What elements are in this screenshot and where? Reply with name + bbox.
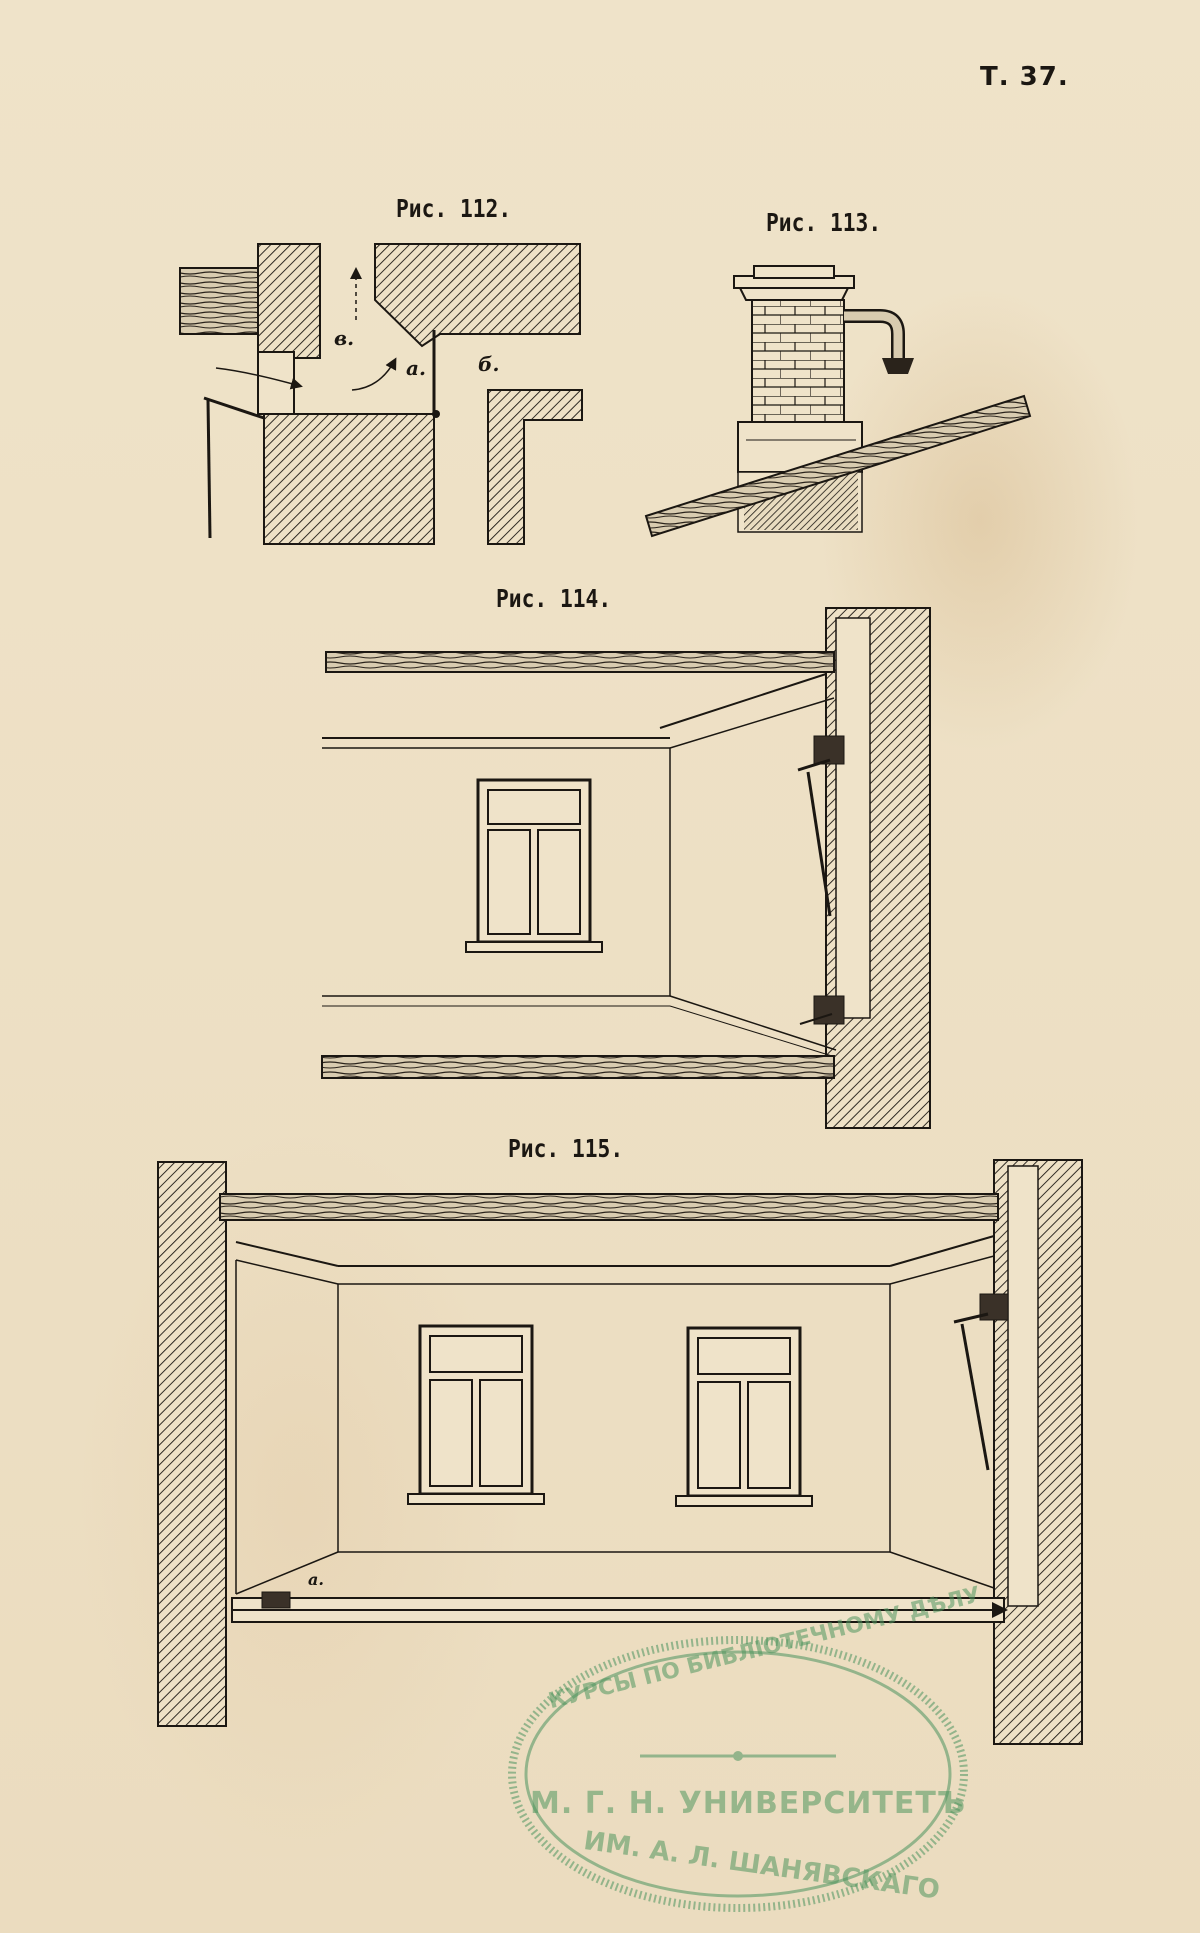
fig115-label-a: а.: [308, 1570, 324, 1589]
library-stamp: [508, 1636, 968, 1912]
fig115-caption: Рис. 115.: [508, 1134, 624, 1163]
fig114-caption: Рис. 114.: [496, 584, 612, 613]
fig112-drawing: [179, 243, 583, 545]
fig115-drawing: [157, 1159, 1083, 1745]
stamp-middle: М. Г. Н. УНИВЕРСИТЕТЪ: [530, 1786, 967, 1821]
fig113-caption: Рис. 113.: [766, 208, 882, 237]
fig112-label-v: в.: [334, 326, 355, 350]
fig114-drawing: [321, 607, 931, 1129]
fig113-drawing: [644, 265, 1032, 538]
plate-number: Т. 37.: [980, 62, 1069, 92]
fig112-caption: Рис. 112.: [396, 194, 512, 223]
fig112-label-b: б.: [478, 352, 500, 376]
fig112-label-a: а.: [406, 356, 426, 380]
